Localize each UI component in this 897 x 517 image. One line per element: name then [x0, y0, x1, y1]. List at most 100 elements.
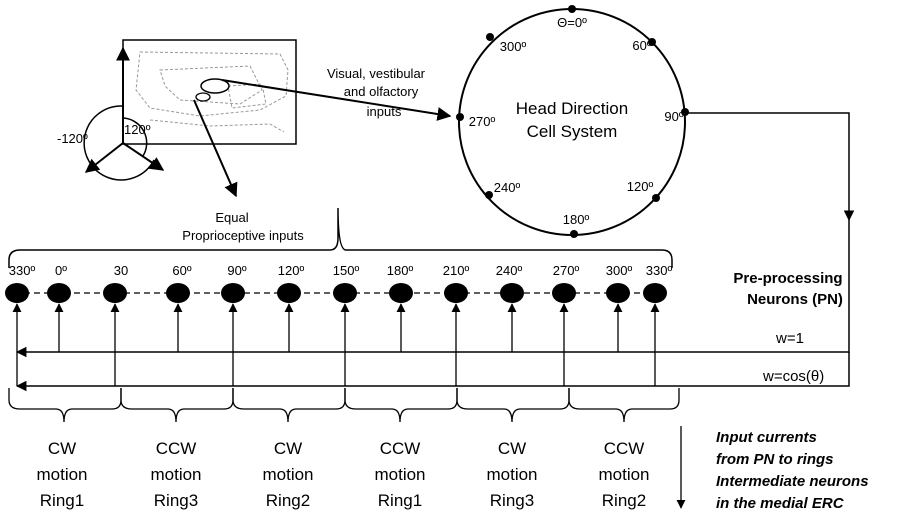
input-currents-note: Input currents from PN to rings Intermed… — [716, 429, 869, 512]
ring-5-line-3: Ring3 — [490, 491, 534, 510]
pn-title-line-2: Neurons (PN) — [747, 291, 843, 308]
ring-brace-5 — [456, 388, 570, 423]
sensory-line-2: and olfactory — [344, 84, 419, 99]
hd-node-0 — [568, 5, 576, 13]
ring-brace-1 — [8, 388, 122, 423]
pn-label-60: 60º — [172, 263, 191, 278]
hd-label-240: 240º — [494, 180, 521, 195]
pn-neuron-90 — [221, 283, 245, 303]
ring-5-line-2: motion — [486, 465, 537, 484]
axis-right-arrow — [122, 142, 165, 171]
pn-neuron-300 — [606, 283, 630, 303]
proprio-brace — [8, 207, 673, 268]
hd-to-pn-arrow — [688, 112, 855, 222]
pn-label-330-right: 330º — [646, 263, 673, 278]
ring-3-line-1: CW — [274, 439, 302, 458]
hd-node-300 — [486, 33, 494, 41]
ring-6-line-1: CCW — [604, 439, 645, 458]
inset-path-middle — [159, 65, 263, 105]
w1-bus-line — [15, 220, 850, 358]
hd-title-line-2: Cell System — [527, 122, 618, 141]
wcos-label: w=cos(θ) — [762, 368, 824, 385]
hd-node-60 — [648, 38, 656, 46]
note-line-2: from PN to rings — [716, 451, 834, 468]
ring-6-line-2: motion — [598, 465, 649, 484]
ring-2-line-3: Ring3 — [154, 491, 198, 510]
hd-node-270 — [456, 113, 464, 121]
weight-buses: w=1 w=cos(θ) — [15, 220, 850, 392]
hd-label-0: Θ=0º — [557, 15, 587, 30]
hd-label-270: 270º — [469, 114, 496, 129]
environment-inset: -120º 120º — [57, 39, 452, 198]
pn-neuron-180 — [389, 283, 413, 303]
angle-arc-right — [122, 117, 148, 157]
ring-4-line-1: CCW — [380, 439, 421, 458]
ring-brace-3 — [232, 388, 346, 423]
ring-brace-6 — [568, 388, 680, 423]
wcos-bus-line — [15, 352, 850, 392]
hd-cell-system: Head Direction Cell System Θ=0º 60º 90º … — [456, 5, 689, 238]
pn-label-90: 90º — [227, 263, 246, 278]
ring-labels: CW motion Ring1 CCW motion Ring3 CW moti… — [36, 439, 649, 510]
proprio-line-2: Proprioceptive inputs — [182, 228, 304, 243]
ring-6-line-3: Ring2 — [602, 491, 646, 510]
pn-label-180: 180º — [387, 263, 414, 278]
pn-title-line-1: Pre-processing — [733, 270, 842, 287]
pn-neurons — [5, 283, 667, 303]
ring-4-line-2: motion — [374, 465, 425, 484]
ring-3-line-3: Ring2 — [266, 491, 310, 510]
note-line-4: in the medial ERC — [716, 495, 845, 512]
pn-label-0: 0º — [55, 263, 67, 278]
hd-label-90: 90º — [664, 109, 683, 124]
hd-node-120 — [652, 194, 660, 202]
note-line-1: Input currents — [716, 429, 817, 446]
pn-labels: 330º 0º 30 60º 90º 120º 150º 180º 210º 2… — [9, 263, 673, 278]
ring-brace-4 — [344, 388, 458, 423]
sensory-line-3: inputs — [367, 104, 402, 119]
pn-neuron-330-left — [5, 283, 29, 303]
pn-neuron-270 — [552, 283, 576, 303]
angle-minus-label: -120º — [57, 131, 88, 146]
pn-label-330-left: 330º — [9, 263, 36, 278]
pn-neuron-120 — [277, 283, 301, 303]
ring-2-line-1: CCW — [156, 439, 197, 458]
pn-label-210: 210º — [443, 263, 470, 278]
inset-path-lower — [149, 119, 285, 133]
w1-label: w=1 — [775, 330, 804, 347]
pn-neuron-30 — [103, 283, 127, 303]
pn-label-120: 120º — [278, 263, 305, 278]
hd-title-line-1: Head Direction — [516, 99, 628, 118]
inset-path-outer — [135, 51, 289, 117]
ring-braces — [8, 388, 680, 423]
hd-node-180 — [570, 230, 578, 238]
angle-plus-label: 120º — [124, 122, 151, 137]
angle-arc-left — [83, 105, 155, 181]
pn-label-300: 300º — [606, 263, 633, 278]
pn-neuron-240 — [500, 283, 524, 303]
pn-label-240: 240º — [496, 263, 523, 278]
pn-label-30: 30 — [114, 263, 128, 278]
animal-body — [200, 78, 230, 94]
proprio-input-arrow — [193, 99, 238, 198]
pn-label-270: 270º — [553, 263, 580, 278]
ring-1-line-1: CW — [48, 439, 76, 458]
pn-neuron-60 — [166, 283, 190, 303]
animal-head — [195, 92, 211, 102]
axis-left-arrow — [84, 142, 124, 173]
pn-neuron-210 — [444, 283, 468, 303]
ring-brace-2 — [120, 388, 234, 423]
pn-neuron-150 — [333, 283, 357, 303]
pn-neuron-330-right — [643, 283, 667, 303]
hd-label-180: 180º — [563, 212, 590, 227]
feeder-arrows — [12, 303, 660, 386]
proprio-inputs-label: Equal Proprioceptive inputs — [182, 210, 304, 243]
hd-node-90 — [681, 108, 689, 116]
ring-2-line-2: motion — [150, 465, 201, 484]
hd-label-120: 120º — [627, 179, 654, 194]
ring-1-line-2: motion — [36, 465, 87, 484]
hd-node-240 — [485, 191, 493, 199]
ring-1-line-3: Ring1 — [40, 491, 84, 510]
ring-5-line-1: CW — [498, 439, 526, 458]
